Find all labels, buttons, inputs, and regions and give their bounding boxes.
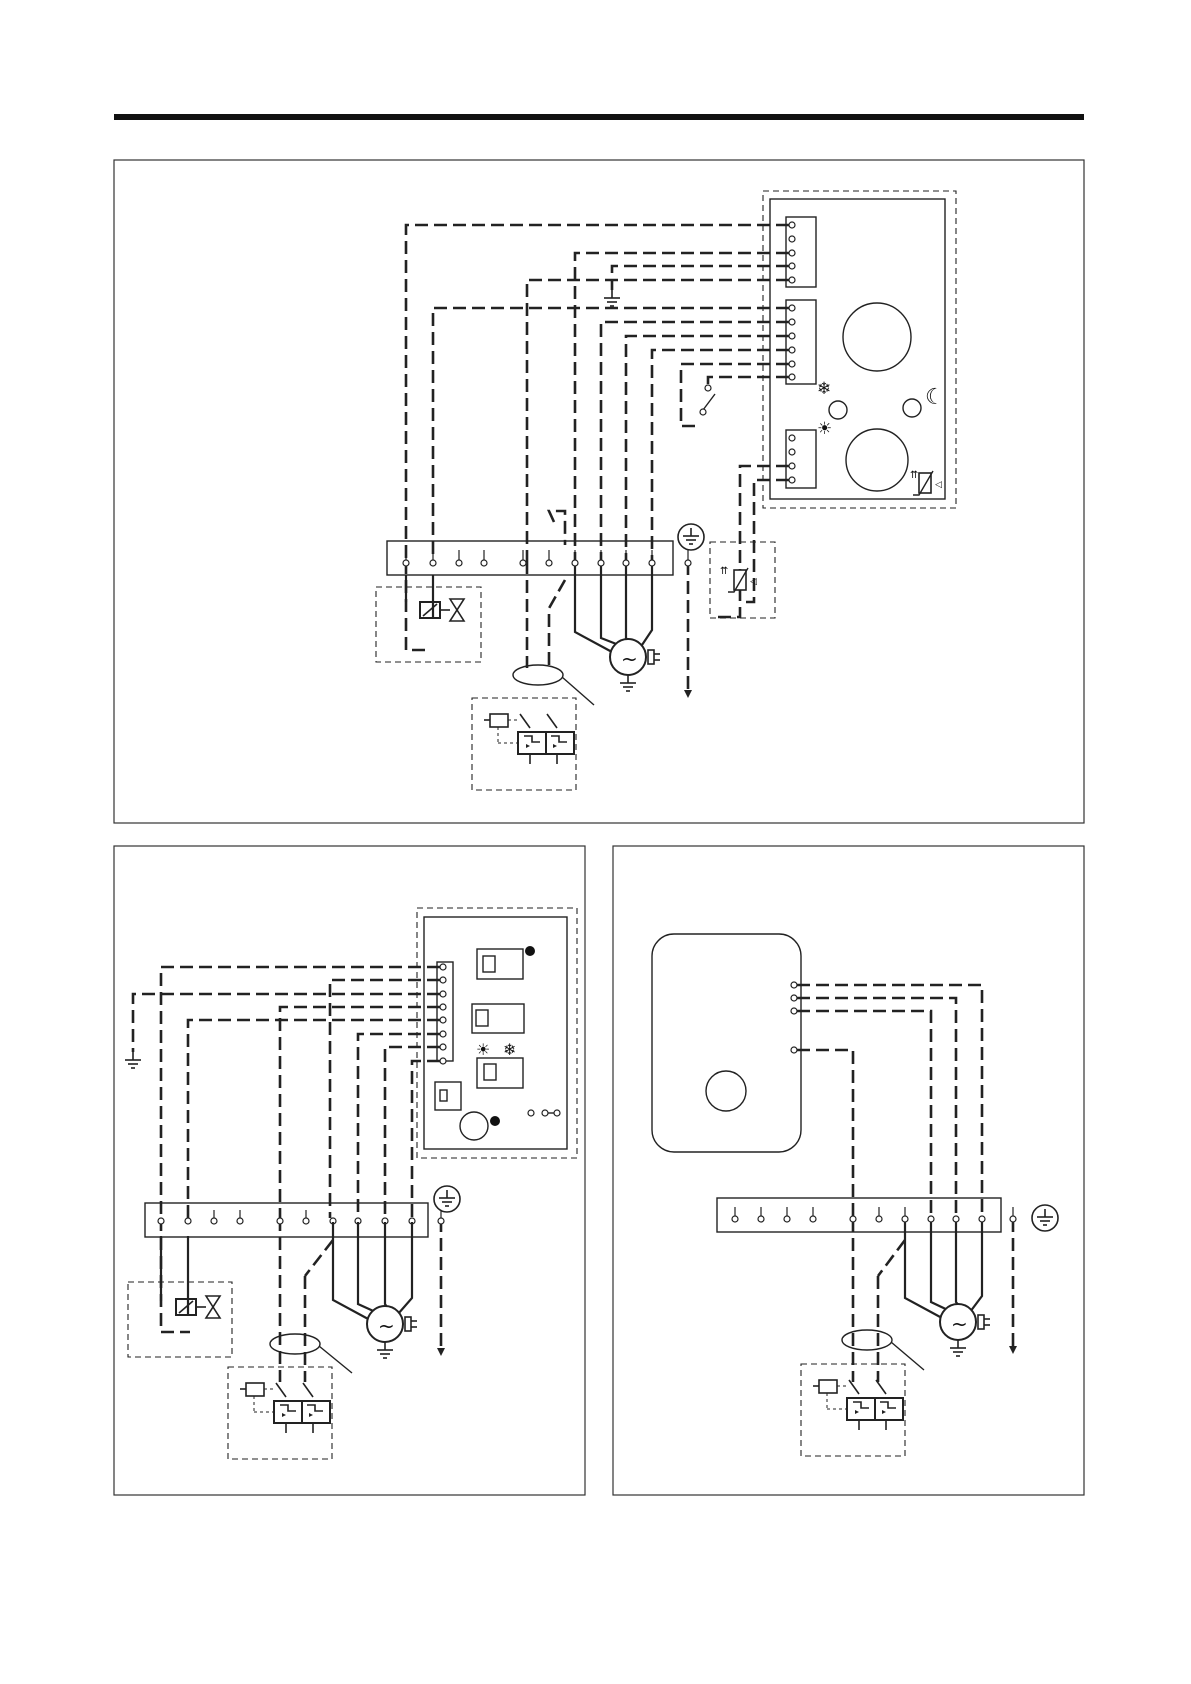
snowflake-icon: ❄: [503, 1040, 516, 1059]
circuit-breaker: [228, 1334, 352, 1459]
svg-text:~: ~: [951, 1312, 968, 1336]
panel-terminals: [789, 222, 795, 483]
panel-terminals-bl: [440, 964, 446, 1064]
sun-icon: ☀: [817, 419, 832, 439]
ground-icon: [125, 1052, 141, 1068]
earth-terminal-icon: [434, 1186, 460, 1212]
top-diagram-frame: [114, 160, 1084, 823]
switch-2: [472, 1004, 524, 1033]
svg-text:⇈: ⇈: [720, 566, 728, 577]
room-sensor: ⇈ ◁: [710, 542, 775, 618]
sun-icon: ☀: [476, 1040, 490, 1059]
room-switch: [700, 385, 715, 415]
fan-knob: [460, 1112, 488, 1140]
speed-switch: [652, 934, 801, 1152]
top-wiring-diagram: ❄ ☀ ☾ ⇈ ◁: [114, 160, 1084, 823]
solenoid-valve: [128, 1236, 232, 1357]
motor-icon: ~: [575, 566, 660, 691]
header-rule: [114, 114, 1084, 120]
motor-icon: ~: [333, 1222, 417, 1358]
fan-speed-knob: [846, 429, 908, 491]
top-dashed-wiring: [406, 225, 789, 698]
indicator-lamp-right: [903, 399, 921, 417]
switch-1: [477, 949, 523, 979]
svg-text:~: ~: [378, 1314, 395, 1338]
svg-text:◁: ◁: [750, 577, 757, 587]
temperature-knob: [843, 303, 911, 371]
earth-terminal-icon: [1032, 1205, 1058, 1231]
circuit-breaker: [472, 665, 594, 790]
ground-icon: [604, 290, 620, 306]
svg-text:◁: ◁: [935, 480, 942, 490]
terminal-strip-top: [387, 524, 704, 575]
bottom-right-wiring-diagram: ~: [613, 846, 1084, 1495]
connector-block-middle: [786, 300, 816, 384]
svg-text:⇈: ⇈: [910, 470, 918, 481]
bottom-left-diagram-frame: [114, 846, 585, 1495]
circuit-breaker: [801, 1330, 924, 1456]
indicator-lamp-left: [829, 401, 847, 419]
bottom-left-wiring-diagram: ☀ ❄: [114, 846, 585, 1495]
svg-text:~: ~: [621, 647, 638, 671]
solenoid-valve: [376, 575, 481, 662]
switch-4: [435, 1082, 461, 1110]
moon-icon: ☾: [925, 385, 945, 410]
terminal-strip-br: [717, 1198, 1058, 1232]
speed-knob: [706, 1071, 746, 1111]
snowflake-icon: ❄: [817, 379, 831, 399]
earth-terminal-icon: [678, 524, 704, 550]
motor-icon: ~: [905, 1222, 990, 1356]
